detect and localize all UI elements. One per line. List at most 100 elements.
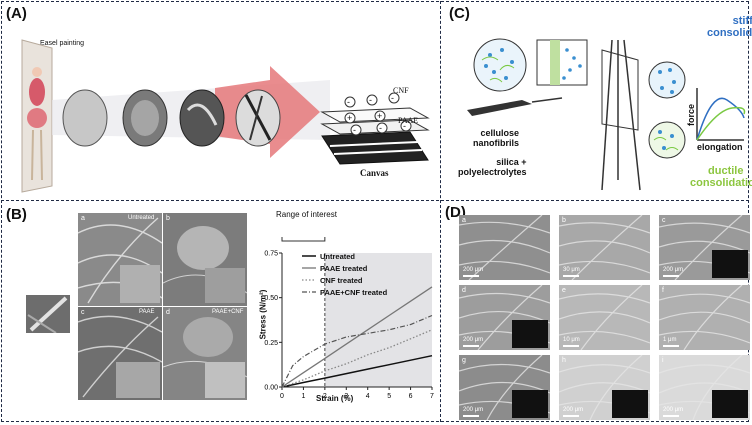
panel-a-label: (A) bbox=[6, 5, 27, 22]
shaded-range bbox=[324, 253, 432, 387]
legend-paae-cnf: PAAE+CNF treated bbox=[320, 288, 388, 297]
scale-bar-label: 200 μm bbox=[663, 267, 684, 273]
x-tick-label: 5 bbox=[387, 393, 391, 400]
paae-label: PAAE bbox=[398, 116, 419, 125]
scale-bar-label: 10 μm bbox=[563, 337, 580, 343]
inset-image bbox=[612, 390, 648, 418]
ductile-curve bbox=[696, 106, 746, 141]
force-label: force bbox=[686, 103, 697, 127]
scale-bar bbox=[463, 415, 479, 417]
scale-bar bbox=[463, 275, 479, 277]
sem-tile-label: c bbox=[662, 217, 666, 224]
scale-bar-label: 1 μm bbox=[663, 337, 677, 343]
sem-tile-g: g 200 μm bbox=[459, 355, 550, 420]
x-tick-label: 4 bbox=[366, 393, 370, 400]
scale-bar bbox=[463, 345, 479, 347]
sem-label-d: d bbox=[166, 309, 170, 316]
y-tick-label: 0.00 bbox=[264, 385, 278, 392]
vertical-divider bbox=[440, 1, 441, 422]
stiff-circle bbox=[648, 61, 686, 99]
svg-text:-: - bbox=[353, 125, 356, 135]
x-tick-label: 3 bbox=[344, 393, 348, 400]
sem-tile-label: f bbox=[662, 287, 664, 294]
series-line-3 bbox=[281, 314, 433, 388]
range-of-interest-label: Range of interest bbox=[276, 210, 337, 219]
scale-bar bbox=[563, 275, 579, 277]
sem-tile-e: e 10 μm bbox=[559, 285, 650, 350]
panel-a-illustration: - - - + + - - - bbox=[21, 39, 430, 193]
sem-tile-label: g bbox=[462, 357, 466, 364]
silica-label: silica + polyelectrolytes bbox=[458, 157, 527, 177]
svg-text:+: + bbox=[347, 113, 352, 123]
range-bracket bbox=[281, 237, 326, 242]
sem-tile-label: e bbox=[562, 287, 566, 294]
inset-image bbox=[512, 390, 548, 418]
easel-label: Easel painting bbox=[40, 40, 84, 47]
x-tick-label: 0 bbox=[280, 393, 284, 400]
sem-tile-label: d bbox=[462, 287, 466, 294]
svg-text:-: - bbox=[347, 97, 350, 107]
sem-image-b bbox=[163, 213, 247, 306]
sem-tile-h: h 200 μm bbox=[559, 355, 650, 420]
legend-cnf: CNF treated bbox=[320, 276, 363, 285]
sem-label-c: c bbox=[81, 309, 85, 316]
sem-tile-c: c 200 μm bbox=[659, 215, 750, 280]
x-tick-label: 2 bbox=[323, 393, 327, 400]
fiber-inset-image bbox=[26, 295, 70, 333]
scale-bar-label: 200 μm bbox=[463, 407, 484, 413]
sem-label-a: a bbox=[81, 215, 85, 222]
svg-text:-: - bbox=[391, 93, 394, 103]
stress-strain-chart: 0 1 2 3 4 5 6 7 0.00 0.25 0.50 0.75 bbox=[264, 237, 434, 400]
panel-c-label: (C) bbox=[449, 5, 470, 22]
sem-tile-f: f 1 μm bbox=[659, 285, 750, 350]
scale-bar-label: 200 μm bbox=[563, 407, 584, 413]
panel-c-illustration bbox=[467, 38, 746, 191]
inset-image bbox=[712, 390, 748, 418]
canvas-label: Canvas bbox=[360, 168, 389, 178]
elongation-label: elongation bbox=[697, 142, 743, 152]
series-line-1 bbox=[281, 286, 433, 388]
canvas-layer bbox=[321, 131, 429, 165]
sem-label-untreated: Untreated bbox=[128, 215, 155, 221]
scale-bar bbox=[563, 415, 579, 417]
scale-bar-label: 200 μm bbox=[663, 407, 684, 413]
x-tick-label: 7 bbox=[430, 393, 434, 400]
sem-label-paae: PAAE bbox=[139, 309, 155, 315]
scale-bar bbox=[563, 345, 579, 347]
sem-tile-label: b bbox=[562, 217, 566, 224]
svg-text:-: - bbox=[403, 121, 406, 131]
inset-image bbox=[712, 250, 748, 278]
x-tick-label: 6 bbox=[409, 393, 413, 400]
scale-bar bbox=[663, 345, 679, 347]
stiff-consolidation-label: stiff consolidation bbox=[707, 15, 752, 39]
sem-image-a bbox=[78, 213, 162, 306]
stiff-curve bbox=[696, 97, 745, 141]
series-line-2 bbox=[281, 329, 433, 388]
legend-untreated: Untreated bbox=[320, 252, 356, 261]
panel-b-label: (B) bbox=[6, 206, 27, 223]
horizontal-divider bbox=[1, 200, 749, 201]
y-tick-label: 0.75 bbox=[264, 251, 278, 258]
x-axis-label: Strain (%) bbox=[316, 394, 354, 403]
mixture-circle bbox=[473, 38, 527, 92]
x-tick-label: 1 bbox=[301, 393, 305, 400]
y-tick-label: 0.25 bbox=[264, 340, 278, 347]
svg-text:+: + bbox=[377, 111, 382, 121]
airbrush bbox=[467, 100, 532, 116]
zoom-circle-1 bbox=[62, 89, 108, 147]
sem-tile-label: h bbox=[562, 357, 566, 364]
svg-text:-: - bbox=[369, 95, 372, 105]
series-line-0 bbox=[281, 354, 433, 388]
inset-image bbox=[512, 320, 548, 348]
y-tick-label: 0.50 bbox=[264, 295, 278, 302]
ductile-consolidation-label: ductile consolidation bbox=[690, 165, 752, 189]
sem-label-paae-cnf: PAAE+CNF bbox=[212, 309, 244, 315]
cellulose-label: cellulose nanofibrils bbox=[473, 128, 520, 148]
sem-label-b: b bbox=[166, 215, 170, 222]
scale-bar bbox=[663, 275, 679, 277]
